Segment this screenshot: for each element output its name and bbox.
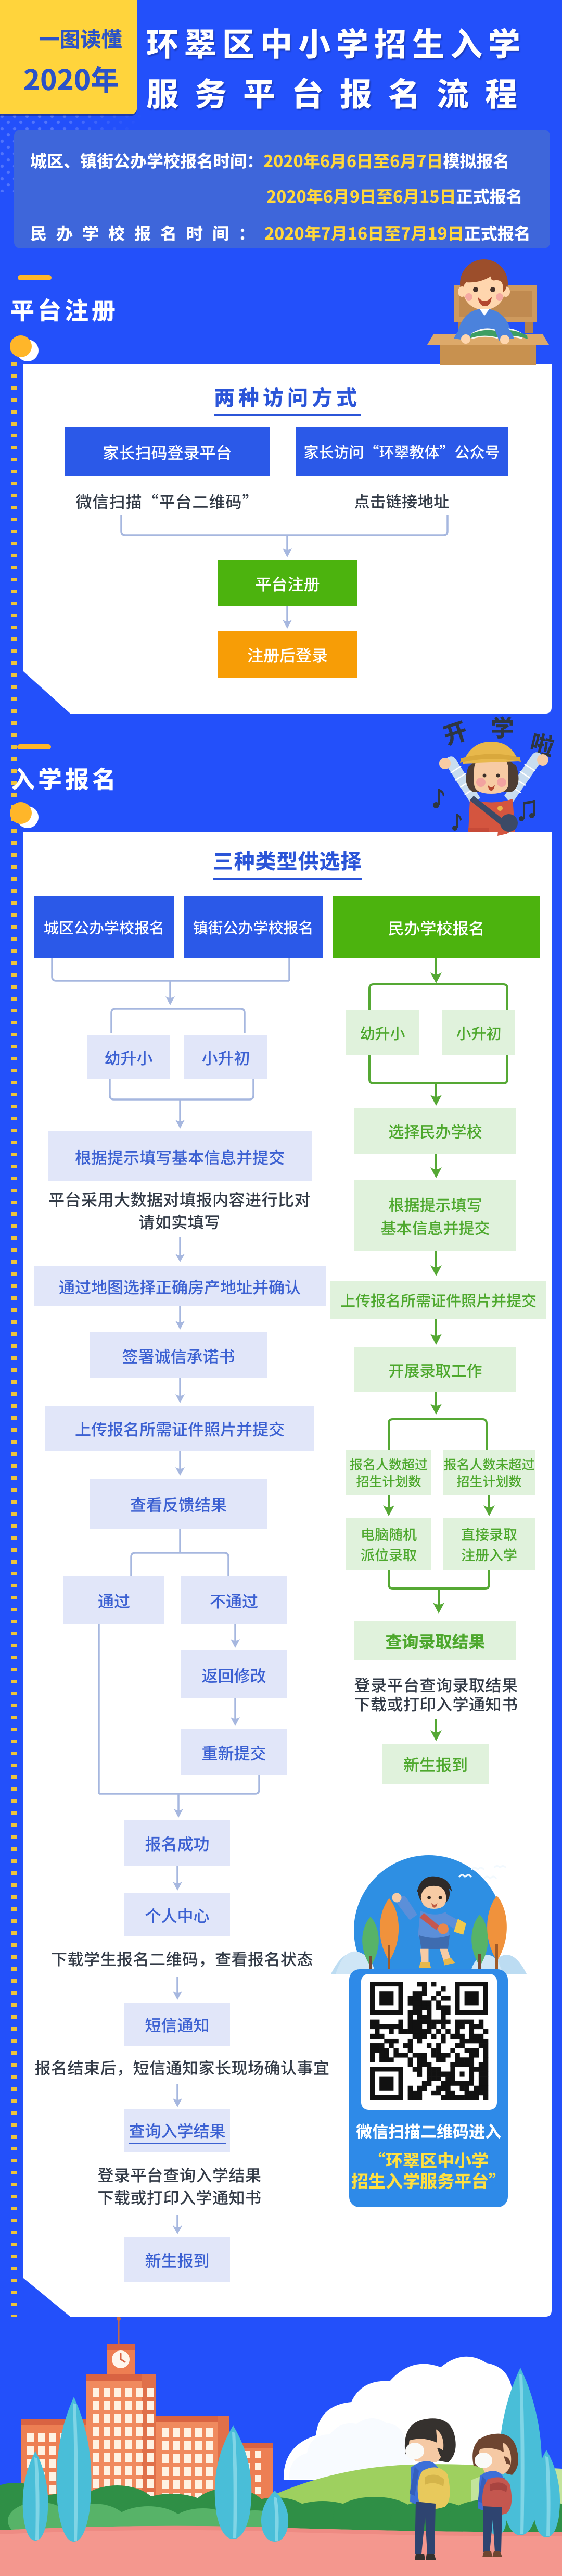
svg-text:啦: 啦 — [527, 724, 558, 762]
svg-text:学: 学 — [491, 709, 514, 743]
svg-text:开: 开 — [439, 712, 471, 752]
